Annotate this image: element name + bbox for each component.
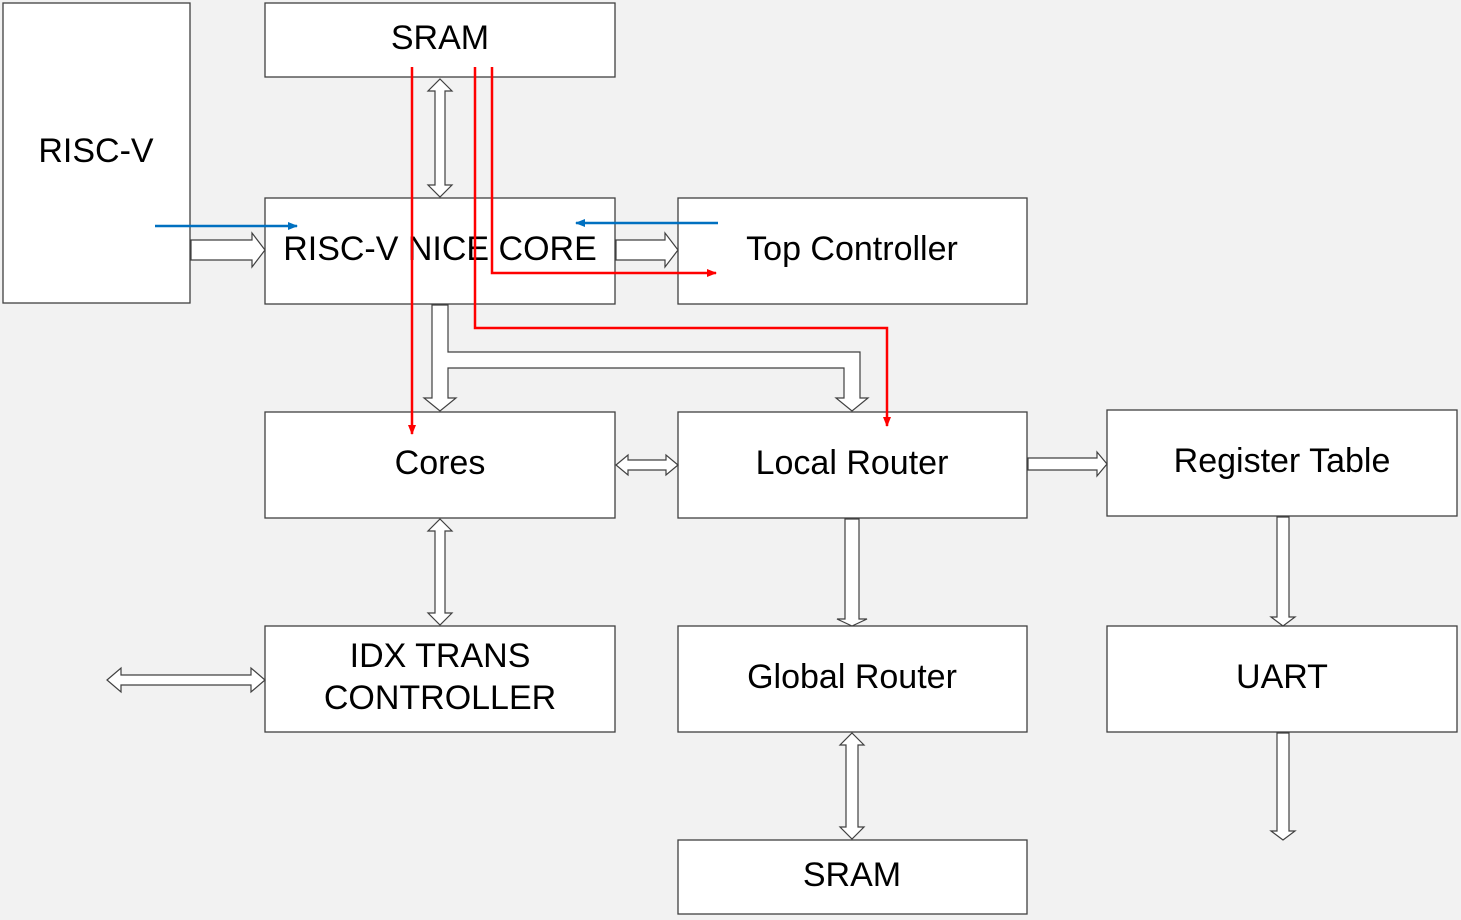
red-path-sram-to-local-router bbox=[473, 67, 891, 427]
local-router-label: Local Router bbox=[756, 444, 949, 482]
sram-bottom-block: SRAM bbox=[677, 839, 1028, 915]
uart-block: UART bbox=[1106, 625, 1458, 733]
cores-block: Cores bbox=[264, 411, 616, 519]
register-table-block: Register Table bbox=[1106, 409, 1458, 517]
nice-core-label: RISC-V NICE CORE bbox=[283, 230, 597, 268]
global-router-block: Global Router bbox=[677, 625, 1028, 733]
arrow-riscv-nice-core bbox=[190, 231, 266, 269]
top-controller-label: Top Controller bbox=[746, 230, 958, 268]
arrow-uart-output bbox=[1269, 732, 1297, 841]
sram-top-block: SRAM bbox=[264, 2, 616, 78]
cores-label: Cores bbox=[395, 444, 486, 482]
arrow-cores-idx-trans bbox=[426, 518, 454, 626]
idx-trans-controller-block: IDX TRANS CONTROLLER bbox=[264, 625, 616, 733]
red-path-sram-to-top-controller bbox=[490, 67, 717, 277]
arrow-local-router-register-table bbox=[1027, 450, 1108, 478]
local-router-block: Local Router bbox=[677, 411, 1028, 519]
arrow-register-table-uart bbox=[1269, 516, 1297, 627]
top-controller-block: Top Controller bbox=[677, 197, 1028, 305]
arrow-nice-core-cores-local-router bbox=[422, 304, 870, 412]
arrow-cores-local-router bbox=[615, 453, 679, 477]
idx-trans-label-line2: CONTROLLER bbox=[324, 679, 556, 717]
arrow-sram-nice-core bbox=[426, 78, 454, 198]
sram-bottom-label: SRAM bbox=[803, 856, 901, 894]
nice-core-block: RISC-V NICE CORE bbox=[264, 197, 616, 305]
register-table-label: Register Table bbox=[1174, 442, 1391, 480]
arrow-global-router-sram bbox=[838, 732, 866, 840]
arrow-external-idx-trans bbox=[106, 666, 266, 694]
sram-top-label: SRAM bbox=[391, 19, 489, 57]
idx-trans-label-line1: IDX TRANS bbox=[350, 637, 531, 675]
uart-label: UART bbox=[1236, 658, 1328, 696]
risc-v-label: RISC-V bbox=[38, 132, 154, 170]
global-router-label: Global Router bbox=[747, 658, 957, 696]
risc-v-block: RISC-V bbox=[2, 2, 191, 304]
arrow-nice-core-top-controller bbox=[615, 231, 679, 269]
arrow-local-router-global-router bbox=[836, 518, 868, 627]
